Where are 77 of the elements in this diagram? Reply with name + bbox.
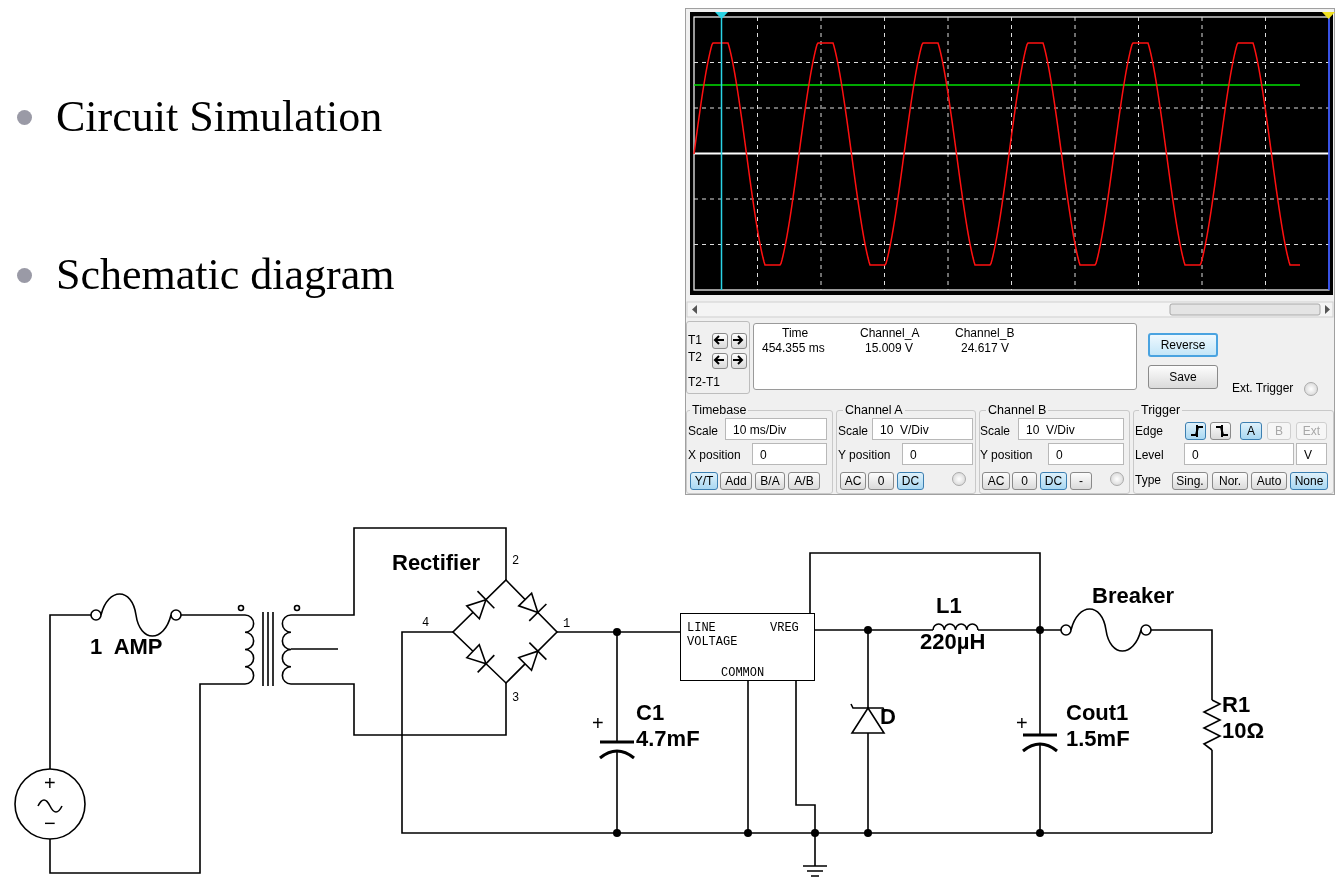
group-title: Channel A (843, 404, 905, 417)
pin-label: COMMON (721, 666, 766, 680)
polarity-sign: + (44, 773, 56, 793)
trigger-type-button: Auto (1251, 472, 1287, 490)
field-label: Scale (980, 425, 1011, 437)
component-label: R1 (1222, 694, 1251, 716)
value-label: 1.5mF (1066, 728, 1130, 750)
value-field: V (1296, 443, 1327, 465)
mode-button: Y/T (690, 472, 718, 490)
regulator-block (680, 613, 815, 681)
polarity-sign: + (1016, 713, 1028, 733)
component-label: D (880, 706, 896, 728)
coupling-button: AC (982, 472, 1010, 490)
value-field: 10 ms/Div (725, 418, 827, 440)
bullet-text: Schematic diagram (56, 253, 395, 297)
cursor-label: T1 (688, 334, 702, 346)
field-label: Scale (838, 425, 869, 437)
coupling-button: DC (897, 472, 924, 490)
field-label: Scale (688, 425, 719, 437)
invert-button: - (1070, 472, 1092, 490)
readout-header: Channel_B (955, 327, 1015, 339)
coupling-button: AC (840, 472, 866, 490)
coupling-button: DC (1040, 472, 1067, 490)
value-label: 4.7mF (636, 728, 700, 750)
source-button: Ext (1296, 422, 1327, 440)
value-field: 0 (1184, 443, 1294, 465)
field-label: X position (688, 449, 741, 461)
readout-header: Channel_A (860, 327, 920, 339)
cursor-label: T2-T1 (688, 376, 720, 388)
mode-button: A/B (788, 472, 820, 490)
field-label: Type (1135, 474, 1161, 486)
component-label: Breaker (1092, 585, 1174, 607)
trigger-type-button: Sing. (1172, 472, 1208, 490)
group-title: Trigger (1139, 404, 1183, 417)
pin-number: 2 (512, 555, 520, 567)
value-field: 0 (1048, 443, 1124, 465)
mode-button: B/A (755, 472, 785, 490)
source-button: A (1240, 422, 1262, 440)
value-field: 0 (902, 443, 973, 465)
component-label: 1 AMP (90, 636, 163, 658)
coupling-button: 0 (868, 472, 894, 490)
cursor-label: T2 (688, 351, 702, 363)
group-title: Timebase (690, 404, 749, 417)
trigger-type-button: Nor. (1212, 472, 1248, 490)
polarity-sign: − (44, 813, 56, 833)
field-label: Level (1135, 449, 1164, 461)
group-title: Channel B (986, 404, 1049, 417)
value-label: 220µH (920, 631, 986, 653)
coupling-button: 0 (1012, 472, 1037, 490)
source-button: B (1267, 422, 1291, 440)
trigger-type-button: None (1290, 472, 1328, 490)
save-button: Save (1148, 365, 1218, 389)
field-label: Edge (1135, 425, 1164, 437)
component-label: C1 (636, 702, 665, 724)
mode-button: Add (720, 472, 752, 490)
pin-number: 3 (512, 692, 520, 704)
polarity-sign: + (592, 713, 604, 733)
value-label: 10Ω (1222, 720, 1265, 742)
reverse-button: Reverse (1148, 333, 1218, 357)
readout-value: 15.009 V (865, 342, 914, 354)
field-label: Y position (980, 449, 1033, 461)
component-label: Rectifier (392, 552, 481, 574)
ext-trigger-label: Ext. Trigger (1232, 382, 1294, 394)
readout-value: 24.617 V (961, 342, 1010, 354)
readout-value: 454.355 ms (762, 342, 825, 354)
component-label: Cout1 (1066, 702, 1129, 724)
component-label: L1 (936, 595, 962, 617)
pin-number: 4 (422, 617, 430, 629)
value-field: 0 (752, 443, 827, 465)
pin-number: 1 (563, 618, 571, 630)
pin-label: LINE VOLTAGE (687, 621, 739, 649)
value-field: 10 V/Div (872, 418, 973, 440)
value-field: 10 V/Div (1018, 418, 1124, 440)
pin-label: VREG (770, 621, 800, 635)
field-label: Y position (838, 449, 891, 461)
readout-header: Time (782, 327, 809, 339)
bullet-text: Circuit Simulation (56, 95, 383, 139)
